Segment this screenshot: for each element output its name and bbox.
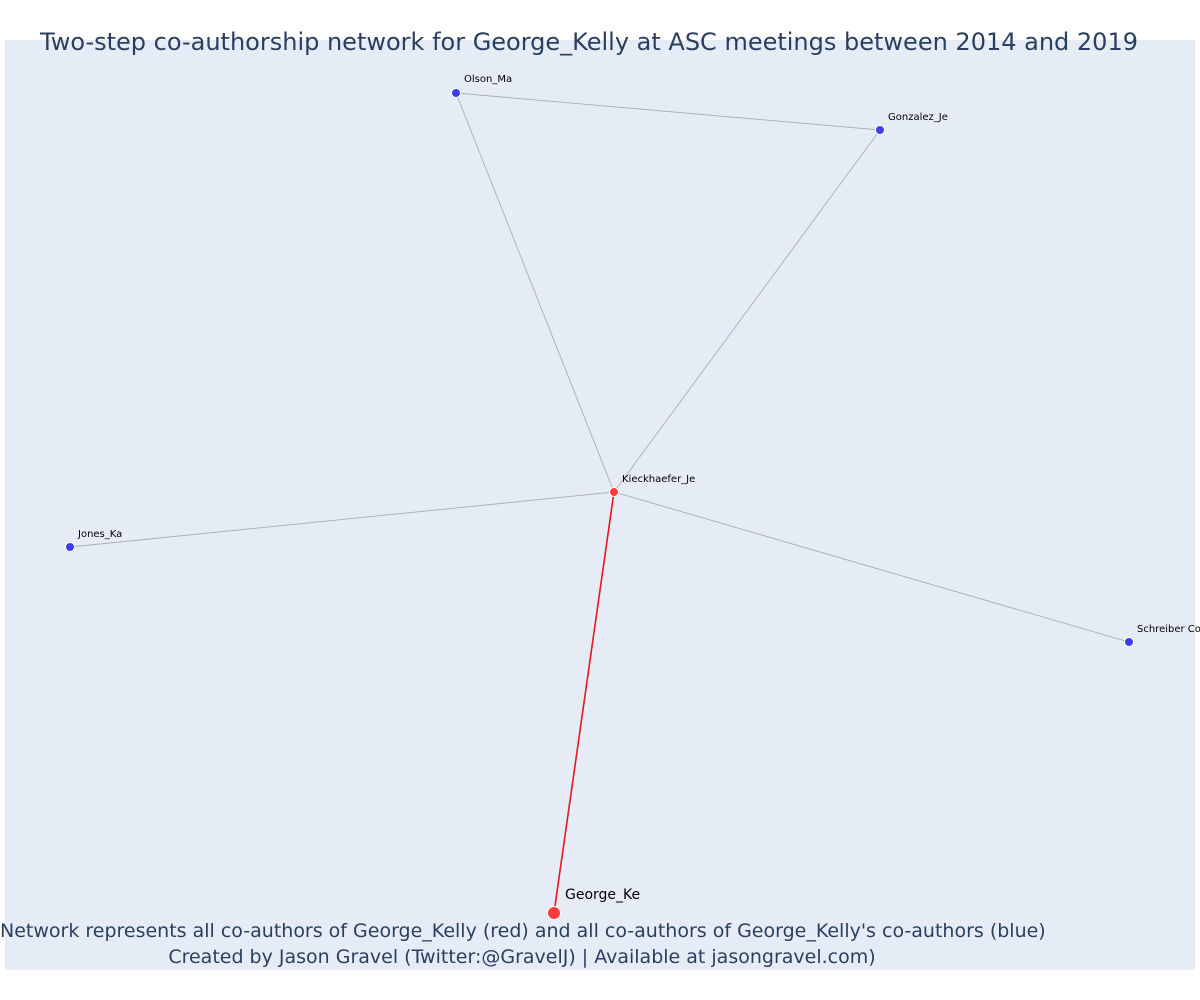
- edge-kieckhaefer-olson: [455, 92, 615, 493]
- node-olson[interactable]: [451, 88, 461, 98]
- node-label-gonzalez: Gonzalez_Je: [888, 112, 948, 123]
- node-schreiber[interactable]: [1124, 637, 1134, 647]
- edge-kieckhaefer-gonzalez: [613, 129, 881, 493]
- edge-olson-gonzalez: [455, 92, 881, 131]
- node-gonzalez[interactable]: [875, 125, 885, 135]
- node-label-schreiber: Schreiber Co: [1137, 624, 1200, 635]
- node-label-kieckhaefer: Kieckhaefer_Je: [622, 474, 695, 485]
- edge-kieckhaefer-jones: [69, 491, 615, 548]
- node-label-olson: Olson_Ma: [464, 74, 512, 85]
- caption-line-2: Created by Jason Gravel (Twitter:@Gravel…: [168, 946, 876, 968]
- figure-title: Two-step co-authorship network for Georg…: [40, 28, 1138, 56]
- nodes-layer: [65, 88, 1134, 920]
- node-label-george: George_Ke: [565, 887, 640, 903]
- labels-layer: George_Ke Kieckhaefer_Je Olson_MaGonzalez_…: [77, 74, 1200, 903]
- edge-george-kieckhaefer: [553, 491, 615, 914]
- plot-area: [5, 40, 1195, 970]
- node-label-jones: Jones_Ka: [77, 529, 122, 540]
- node-jones[interactable]: [65, 542, 75, 552]
- caption-line-1: Network represents all co-authors of Geo…: [0, 920, 1046, 942]
- node-george[interactable]: [547, 906, 561, 920]
- node-kieckhaefer[interactable]: [609, 487, 619, 497]
- figure-caption: Network represents all co-authors of Geo…: [0, 918, 1046, 970]
- edge-kieckhaefer-schreiber: [613, 491, 1130, 643]
- edges-layer: [69, 92, 1130, 914]
